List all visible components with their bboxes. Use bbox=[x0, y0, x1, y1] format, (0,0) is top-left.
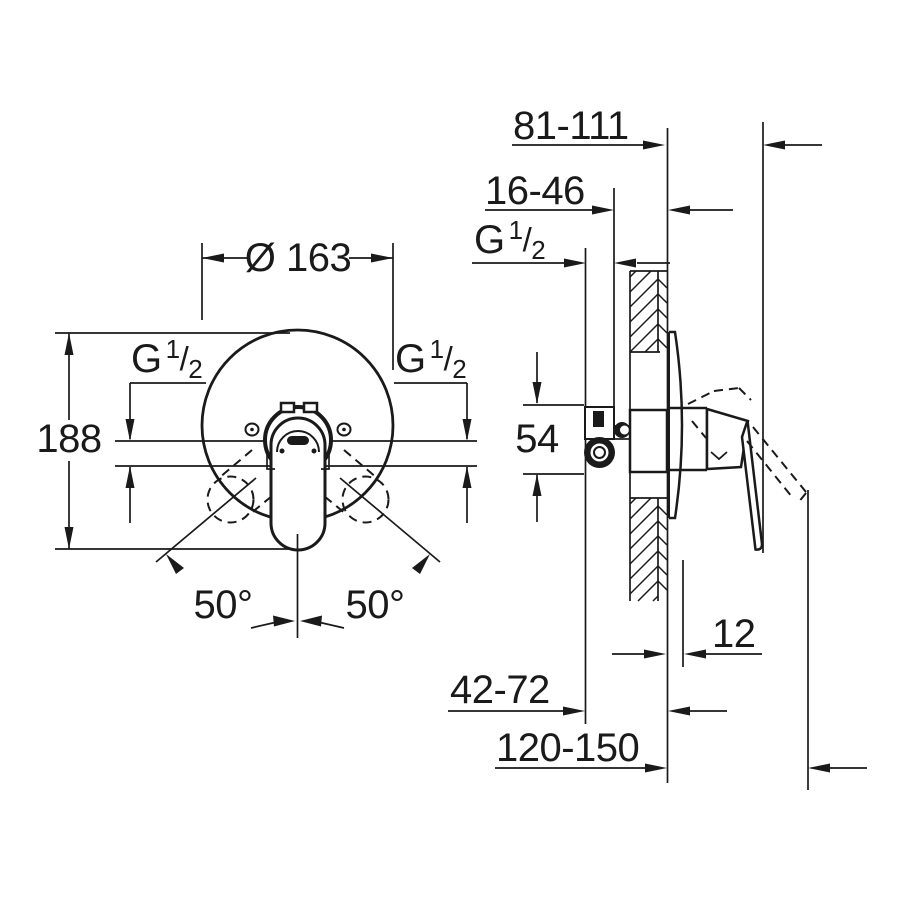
arrowhead bbox=[166, 554, 184, 574]
dimension-projection bbox=[512, 140, 822, 150]
arrowhead bbox=[668, 205, 690, 215]
arrowhead bbox=[645, 763, 667, 773]
dimension-total-depth bbox=[495, 763, 867, 773]
arrowhead bbox=[563, 706, 585, 716]
fixing-screw-right bbox=[336, 422, 352, 437]
handle-inner-contour bbox=[276, 430, 320, 453]
arrowhead bbox=[614, 258, 636, 268]
union-port bbox=[593, 411, 604, 427]
arrowhead bbox=[532, 382, 542, 404]
arrowhead bbox=[808, 763, 830, 773]
dimension-diameter bbox=[201, 243, 394, 370]
arrowhead bbox=[564, 258, 586, 268]
dimension-thread-left bbox=[125, 382, 206, 523]
side-view: 81-111 16-46 G1/2 54 12 42-72 120-150 bbox=[448, 104, 867, 790]
arrowhead bbox=[125, 466, 135, 488]
arrowhead bbox=[668, 706, 690, 716]
arrowhead bbox=[273, 615, 295, 627]
handle-rotated-dashed-side bbox=[687, 387, 807, 504]
dimension-angle bbox=[166, 554, 430, 629]
arrowhead bbox=[532, 474, 542, 496]
height-label: 188 bbox=[36, 417, 101, 461]
handle-dot-right bbox=[311, 448, 317, 454]
arrowhead bbox=[763, 140, 785, 150]
dimension-rough-in bbox=[448, 706, 727, 716]
wall-hatching-lower bbox=[629, 497, 668, 602]
fixing-screw-left bbox=[244, 422, 260, 437]
dimension-plate-thickness bbox=[612, 649, 762, 659]
wall-hatching-upper bbox=[629, 270, 668, 353]
clip-bracket-right bbox=[321, 454, 330, 470]
angle-left-label: 50° bbox=[194, 583, 253, 627]
handle-side bbox=[667, 406, 764, 551]
arrowhead bbox=[412, 554, 430, 574]
rough-in-label: 42-72 bbox=[450, 668, 550, 712]
handle-grip-side bbox=[705, 407, 750, 471]
body-height-label: 54 bbox=[515, 417, 559, 461]
dimension-thread-right bbox=[394, 382, 472, 523]
arrowhead bbox=[64, 527, 74, 549]
cartridge-tab-right bbox=[302, 401, 319, 414]
cartridge-tab-left bbox=[279, 401, 296, 414]
arrowhead bbox=[202, 253, 224, 263]
arrowhead bbox=[462, 466, 472, 488]
angle-leader-left bbox=[155, 477, 257, 563]
min-depth-label: 16-46 bbox=[485, 169, 585, 213]
arrowhead bbox=[644, 649, 666, 659]
handle-logo-badge bbox=[287, 436, 309, 445]
diameter-label: Ø 163 bbox=[245, 236, 351, 280]
arrowhead bbox=[300, 615, 322, 627]
handle-dot-left bbox=[279, 448, 285, 454]
angle-right-label: 50° bbox=[346, 583, 405, 627]
rough-in-housing bbox=[628, 408, 669, 474]
arrowhead bbox=[371, 253, 393, 263]
arrowhead bbox=[592, 205, 614, 215]
dimension-body-height bbox=[523, 352, 584, 522]
projection-label: 81-111 bbox=[513, 104, 629, 148]
total-depth-label: 120-150 bbox=[496, 726, 639, 770]
plate-thickness-label: 12 bbox=[712, 612, 756, 656]
valve-body bbox=[584, 406, 669, 474]
dimension-min-depth bbox=[485, 205, 733, 215]
arrowhead bbox=[643, 140, 665, 150]
grip-detail-chevron bbox=[710, 451, 728, 461]
escutcheon-plate-side bbox=[669, 330, 684, 520]
lever-blade-side bbox=[740, 420, 764, 551]
arrowhead bbox=[125, 419, 135, 441]
dimension-thread-side bbox=[472, 258, 670, 268]
arrowhead bbox=[462, 419, 472, 441]
arrowhead bbox=[64, 333, 74, 355]
clip-bracket-left bbox=[266, 454, 275, 470]
dimension-height-188 bbox=[64, 333, 74, 549]
arrowhead bbox=[684, 649, 706, 659]
angle-leader-right bbox=[339, 477, 441, 563]
